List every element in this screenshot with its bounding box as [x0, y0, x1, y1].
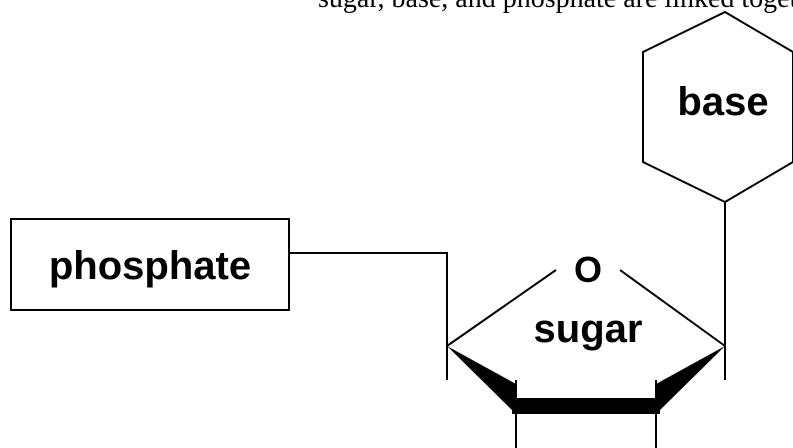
base-label: base — [677, 80, 768, 124]
sugar-ring-front-bond — [512, 398, 660, 414]
caption-text: sugar, base, and phosphate are linked to… — [318, 0, 793, 16]
sugar-ring-right-edge — [619, 269, 726, 347]
sugar-ring-left-edge — [446, 269, 557, 347]
phosphate-label: phosphate — [49, 244, 251, 288]
sugar-ring-left-wedge — [447, 346, 516, 414]
phosphate-box — [10, 218, 290, 311]
phosphate-sugar-connector — [289, 252, 448, 380]
oxygen-label: O — [574, 249, 602, 290]
sugar-ring-right-wedge — [656, 346, 725, 414]
sugar-label: sugar — [534, 307, 643, 351]
caption-text-clipped: sugar, base, and phosphate are linked to… — [0, 0, 793, 16]
